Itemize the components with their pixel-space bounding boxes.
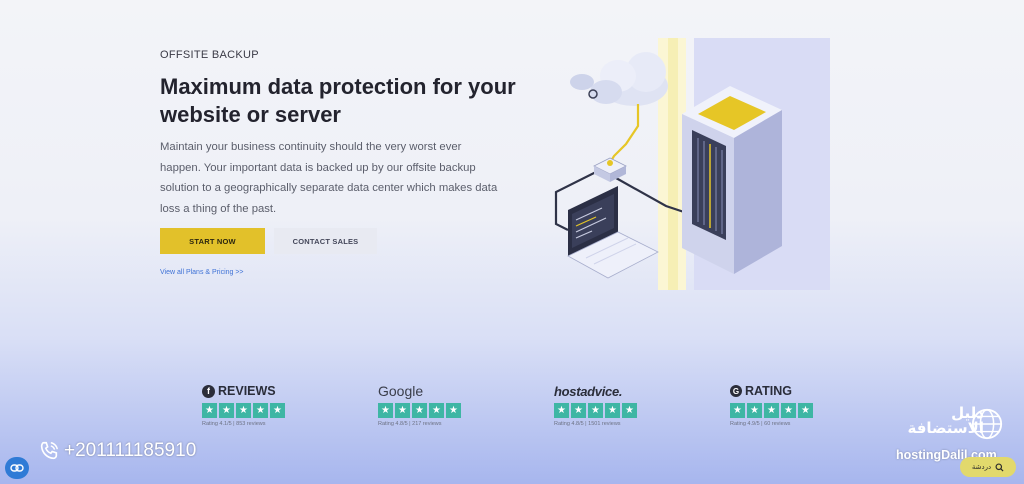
star-icon: ★ [395, 403, 410, 418]
rating-text: Rating 4.9/5 | 60 reviews [730, 421, 791, 427]
plans-pricing-link[interactable]: View all Plans & Pricing >> [160, 269, 244, 276]
laptop-illustration [567, 186, 659, 279]
star-icon: ★ [554, 403, 569, 418]
watermark-arabic: دليل الاستضافة [907, 405, 984, 437]
google-logo: Google [378, 383, 424, 399]
g-rating-icon: G [730, 385, 742, 397]
star-icon: ★ [622, 403, 637, 418]
star-icon: ★ [798, 403, 813, 418]
star-icon: ★ [270, 403, 285, 418]
star-rating: ★★★★★ [202, 403, 312, 418]
cloud-icon [570, 52, 668, 106]
rating-text: Rating 4.1/5 | 853 reviews [202, 421, 266, 427]
star-icon: ★ [219, 403, 234, 418]
star-icon: ★ [730, 403, 745, 418]
star-icon: ★ [202, 403, 217, 418]
start-now-button[interactable]: START NOW [160, 228, 265, 254]
search-icon [995, 462, 1004, 472]
hostadvice-logo: hostadvice. [554, 383, 623, 399]
backup-server-illustration [554, 38, 830, 290]
chat-link-button[interactable] [5, 457, 29, 479]
phone-contact[interactable]: +201111185910 [38, 440, 196, 462]
star-rating: ★★★★★ [554, 403, 664, 418]
star-icon: ★ [764, 403, 779, 418]
contact-sales-button[interactable]: CONTACT SALES [274, 228, 377, 254]
star-icon: ★ [588, 403, 603, 418]
star-icon: ★ [429, 403, 444, 418]
phone-number: +201111185910 [64, 440, 197, 461]
star-rating: ★★★★★ [730, 403, 840, 418]
review-brand: RATING [745, 384, 792, 398]
hero-description: Maintain your business continuity should… [160, 141, 498, 215]
star-icon: ★ [412, 403, 427, 418]
page-title: Maximum data protection for your website… [160, 74, 516, 127]
review-g-rating[interactable]: G RATING ★★★★★ Rating 4.9/5 | 60 reviews [730, 381, 840, 427]
star-icon: ★ [781, 403, 796, 418]
star-icon: ★ [446, 403, 461, 418]
facebook-icon: f [202, 384, 215, 398]
star-icon: ★ [571, 403, 586, 418]
review-brand: REVIEWS [218, 384, 276, 398]
rating-text: Rating 4.8/5 | 217 reviews [378, 421, 442, 427]
star-icon: ★ [747, 403, 762, 418]
star-icon: ★ [605, 403, 620, 418]
chat-link-icon [10, 464, 24, 472]
star-rating: ★★★★★ [378, 403, 488, 418]
star-icon: ★ [253, 403, 268, 418]
server-illustration [682, 86, 782, 274]
chat-pill-label: دردشة [971, 464, 992, 471]
star-icon: ★ [236, 403, 251, 418]
review-hostadvice[interactable]: hostadvice. ★★★★★ Rating 4.8/5 | 1501 re… [554, 381, 664, 427]
phone-icon [40, 441, 58, 460]
chat-pill-button[interactable]: دردشة [960, 457, 1016, 477]
review-google[interactable]: Google ★★★★★ Rating 4.8/5 | 217 reviews [378, 381, 488, 427]
hostingdalil-watermark: دليل الاستضافة hostingDalil.com [888, 404, 1018, 464]
globe-icon [971, 408, 1003, 440]
section-eyebrow: OFFSITE BACKUP [160, 49, 259, 61]
rating-text: Rating 4.8/5 | 1501 reviews [554, 421, 621, 427]
review-facebook[interactable]: f REVIEWS ★★★★★ Rating 4.1/5 | 853 revie… [202, 381, 312, 427]
star-icon: ★ [378, 403, 393, 418]
